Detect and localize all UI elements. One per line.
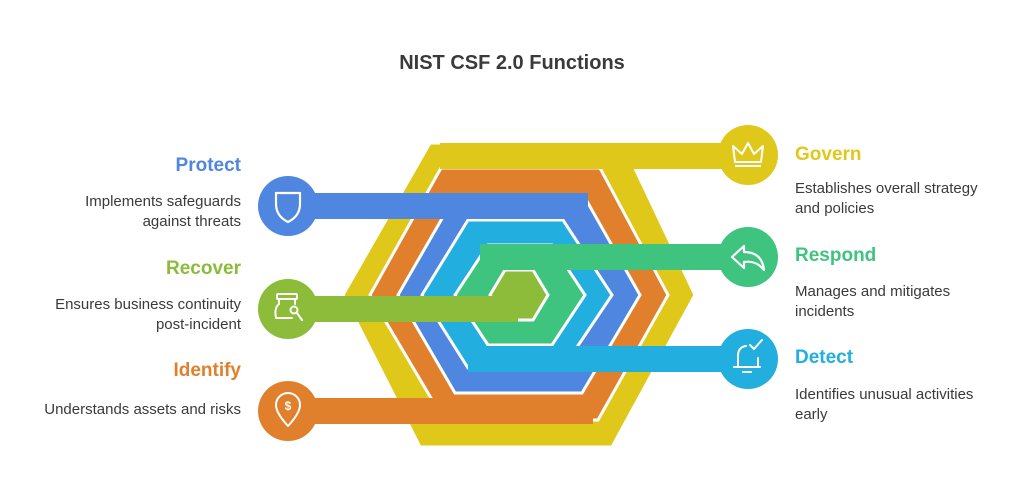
protect-description: Implements safeguards against threats xyxy=(85,192,241,232)
crown-icon xyxy=(732,142,764,167)
detect-description-line1: Identifies unusual activities xyxy=(795,386,974,403)
map-pin-dollar-icon: $ xyxy=(275,392,301,427)
respond-description-line1: Manages and mitigates xyxy=(795,283,951,300)
shield-icon xyxy=(274,191,302,224)
govern-description: Establishes overall strategy and policie… xyxy=(795,179,978,219)
identify-title: Identify xyxy=(173,360,241,381)
diagram-title: NIST CSF 2.0 Functions xyxy=(399,52,625,74)
respond-description: Manages and mitigates incidents xyxy=(795,282,950,322)
govern-icon-circle xyxy=(718,125,778,185)
protect-connector xyxy=(288,193,588,219)
govern-description-line1: Establishes overall strategy xyxy=(795,180,978,197)
govern-connector xyxy=(440,143,748,169)
identify-description: Understands assets and risks xyxy=(44,400,241,420)
recover-description: Ensures business continuity post-inciden… xyxy=(55,295,241,335)
respond-description-line2: incidents xyxy=(795,303,855,320)
identify-description-line1: Understands assets and risks xyxy=(44,401,241,418)
protect-title: Protect xyxy=(175,155,241,176)
recover-connector xyxy=(288,296,518,322)
recover-icon-circle xyxy=(258,279,318,339)
recover-description-line2: post-incident xyxy=(155,316,241,333)
identify-icon-circle xyxy=(258,381,318,441)
protect-description-line2: against threats xyxy=(142,213,241,230)
detect-description: Identifies unusual activities early xyxy=(795,385,973,425)
recover-title: Recover xyxy=(166,258,241,279)
alarm-bell-icon xyxy=(733,339,763,373)
respond-icon-circle xyxy=(718,227,778,287)
protect-icon-circle xyxy=(258,176,318,236)
respond-title: Respond xyxy=(795,245,877,266)
identify-connector xyxy=(288,398,593,424)
respond-connector xyxy=(480,244,748,270)
detect-title: Detect xyxy=(795,347,854,368)
govern-title: Govern xyxy=(795,144,862,165)
svg-text:$: $ xyxy=(285,399,292,413)
govern-description-line2: and policies xyxy=(795,200,875,217)
reply-arrow-icon xyxy=(730,244,766,272)
protect-description-line1: Implements safeguards xyxy=(85,193,241,210)
detect-connector xyxy=(468,346,748,372)
detect-icon-circle xyxy=(718,329,778,389)
recover-description-line1: Ensures business continuity xyxy=(55,296,241,313)
recovery-jar-icon xyxy=(274,293,303,321)
detect-description-line2: early xyxy=(795,406,828,423)
